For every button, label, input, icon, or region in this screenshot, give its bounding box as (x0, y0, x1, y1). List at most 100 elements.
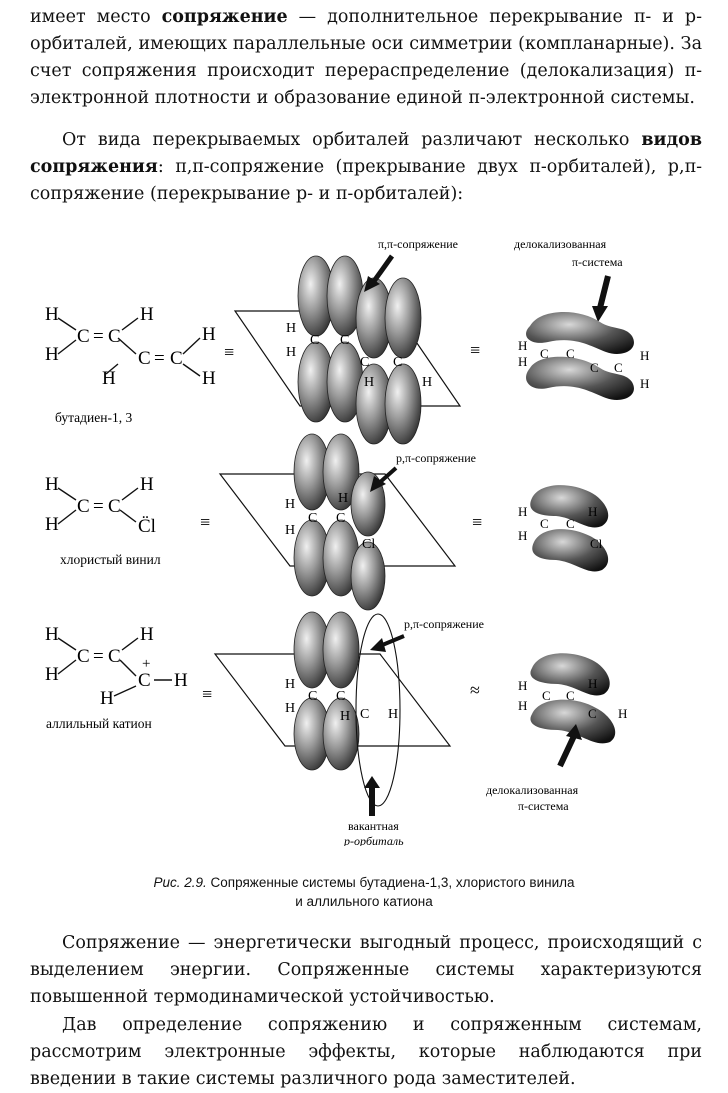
svg-text:C: C (360, 355, 369, 370)
svg-text:C: C (393, 355, 402, 370)
svg-text:H: H (285, 523, 295, 538)
atom-h: H (102, 368, 116, 389)
svg-text:H: H (100, 688, 114, 709)
atom-h: H (45, 344, 59, 365)
atom-h: H (140, 304, 154, 325)
paragraph-conjugation-energy: Сопряжение — энергетически выгодный проц… (30, 933, 702, 1007)
svg-text:H: H (285, 497, 295, 512)
row-butadiene: H H C = C H H C = C H H ≡ бутадиен-1, 3 (45, 237, 649, 445)
p-orbitals-vinyl-chloride (293, 433, 386, 611)
svg-text:H: H (45, 474, 59, 495)
svg-text:H: H (364, 375, 374, 390)
orbital-skeleton-butadiene: H H C C C C H H (286, 321, 432, 390)
delocalized-skeleton-butadiene: H H C C C C H H (518, 338, 649, 391)
svg-text:H: H (618, 706, 627, 721)
svg-text:C: C (336, 511, 345, 526)
svg-text:H: H (518, 504, 527, 519)
svg-text:H: H (518, 354, 527, 369)
svg-text:H: H (518, 338, 527, 353)
label-p-orbital: p-орбиталь (343, 834, 404, 846)
term-conjugation: сопряжение (161, 7, 288, 27)
atom-c: C (77, 326, 90, 347)
svg-text:C: C (360, 707, 369, 722)
p-orbitals-butadiene (297, 255, 422, 445)
term-conjugation-types: видов сопряжения (30, 130, 702, 177)
svg-text:H: H (45, 664, 59, 685)
paragraph-conjugation-types: От вида перекрываемых орбиталей различаю… (30, 130, 702, 204)
svg-text:C: C (310, 333, 319, 348)
p-orbitals-allyl-cation (293, 611, 360, 771)
svg-text:H: H (640, 376, 649, 391)
svg-text:H: H (286, 345, 296, 360)
svg-text:H: H (140, 624, 154, 645)
positive-charge: + (142, 656, 150, 672)
svg-text:C: C (566, 688, 575, 703)
svg-text:H: H (285, 677, 295, 692)
svg-text:C: C (540, 516, 549, 531)
svg-text:C: C (614, 360, 623, 375)
label-pi-pi-conjugation: π,π-сопряжение (378, 237, 458, 251)
figure-caption: Рис. 2.9. Сопряженные системы бутадиена-… (153, 875, 575, 909)
arrow (369, 254, 395, 286)
svg-text:=: = (93, 496, 104, 517)
svg-text:H: H (285, 701, 295, 716)
svg-text:C: C (77, 496, 90, 517)
double-bond: = (154, 348, 165, 369)
svg-text:Cl: Cl (590, 536, 603, 551)
structure-allyl-cation: H H C = C H + H C H (45, 624, 188, 709)
label-pi-system: π-система (572, 255, 623, 269)
label-vinyl-chloride: хлористый винил (60, 552, 161, 567)
svg-text:C: C (588, 706, 597, 721)
label-delocalized: делокализованная (486, 783, 579, 797)
svg-text:H: H (518, 698, 527, 713)
equivalence-sign: ≡ (470, 340, 480, 360)
svg-text:H: H (286, 321, 296, 336)
svg-text:C: C (108, 496, 121, 517)
svg-text:H: H (338, 491, 348, 506)
label-p-pi-conjugation: p,π-сопряжение (396, 451, 476, 465)
equivalence-sign: ≡ (224, 342, 234, 362)
atom-h: H (202, 368, 216, 389)
row-allyl-cation: H H C = C H + H C H ≡ аллильный катион (45, 611, 627, 846)
label-pi-system: π-система (518, 799, 569, 813)
figure-conjugated-systems: H H C = C H H C = C H H ≡ бутадиен-1, 3 (45, 237, 649, 846)
double-bond: = (93, 326, 104, 347)
svg-text:C: C (542, 688, 551, 703)
delocalized-cloud-allyl-cation (530, 653, 616, 744)
atom-h: H (202, 324, 216, 345)
svg-text:H: H (588, 676, 597, 691)
vacant-p-orbital (355, 613, 401, 807)
svg-text:H: H (340, 709, 350, 724)
atom-cl: C̈l (138, 516, 156, 537)
svg-text:≡: ≡ (472, 512, 482, 532)
svg-text:H: H (422, 375, 432, 390)
atom-c: C (170, 348, 183, 369)
label-delocalized: делокализованная (514, 237, 607, 251)
svg-text:H: H (640, 348, 649, 363)
svg-text:H: H (518, 678, 527, 693)
svg-text:H: H (140, 474, 154, 495)
svg-text:C: C (566, 516, 575, 531)
svg-text:C: C (108, 646, 121, 667)
paragraph-electronic-effects: Дав определение сопряжению и сопряженным… (30, 1015, 702, 1089)
svg-text:H: H (588, 504, 597, 519)
svg-text:C: C (336, 689, 345, 704)
svg-text:≡: ≡ (202, 684, 212, 704)
svg-text:C: C (340, 333, 349, 348)
atom-c: C (138, 348, 151, 369)
svg-text:H: H (388, 707, 398, 722)
label-p-pi-conjugation: p,π-сопряжение (404, 617, 484, 631)
atom-h: H (45, 304, 59, 325)
structure-butadiene: H H C = C H H C = C H H (45, 304, 216, 389)
svg-text:H: H (174, 670, 188, 691)
svg-text:C: C (308, 689, 317, 704)
label-butadiene: бутадиен-1, 3 (55, 410, 132, 425)
svg-text:C: C (308, 511, 317, 526)
svg-text:≈: ≈ (470, 680, 480, 700)
svg-text:C: C (77, 646, 90, 667)
svg-text:C: C (566, 346, 575, 361)
svg-text:H: H (45, 514, 59, 535)
svg-text:C: C (590, 360, 599, 375)
label-vacant: вакантная (348, 819, 399, 833)
svg-text:C: C (138, 670, 151, 691)
